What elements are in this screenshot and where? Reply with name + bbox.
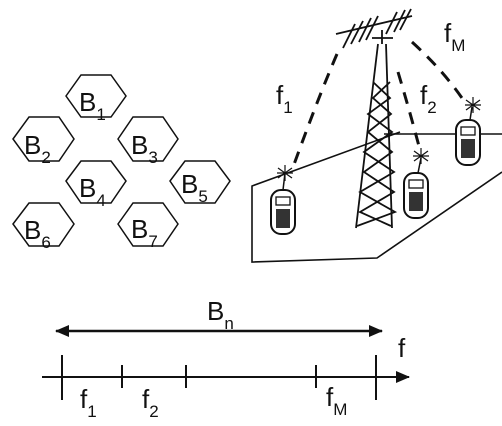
channel-label-f1: f1 [80,384,97,421]
link-label-f1: f1 [276,80,293,117]
cell-label-b5: B5 [181,169,208,206]
link-label-fm: fM [444,18,465,55]
hex-cell-b1 [65,74,127,118]
link-path-1 [290,53,339,171]
tower-icon [335,8,413,229]
bandwidth-label: Bn [207,296,234,333]
cell-label-b7: B7 [131,214,158,251]
ground-plane [251,131,502,263]
frequency-axis-label: f [398,333,406,363]
channel-label-fm: fM [326,382,347,419]
hex-cell-b6 [12,202,75,247]
radio-links [290,40,468,171]
channel-label-f2: f2 [142,384,159,421]
link-path-3 [410,40,468,105]
hex-cell-b3 [117,116,179,162]
hex-cell-b5 [169,160,231,204]
hex-cell-b2 [12,116,75,162]
cell-label-b2: B2 [24,130,51,167]
hex-cell-b7 [117,202,179,247]
channel-ticks [61,355,377,400]
phone-icon [455,97,481,166]
cell-label-b3: B3 [131,130,158,167]
hex-cell-grid [12,74,231,247]
phone-icon [403,148,429,219]
cell-label-b6: B6 [24,215,51,252]
cell-label-b4: B4 [79,173,106,210]
hex-cell-b4 [65,160,127,204]
link-label-f2: f2 [420,80,437,117]
phone-icon [270,165,296,235]
link-path-2 [396,71,422,151]
cell-label-b1: B1 [79,87,106,124]
